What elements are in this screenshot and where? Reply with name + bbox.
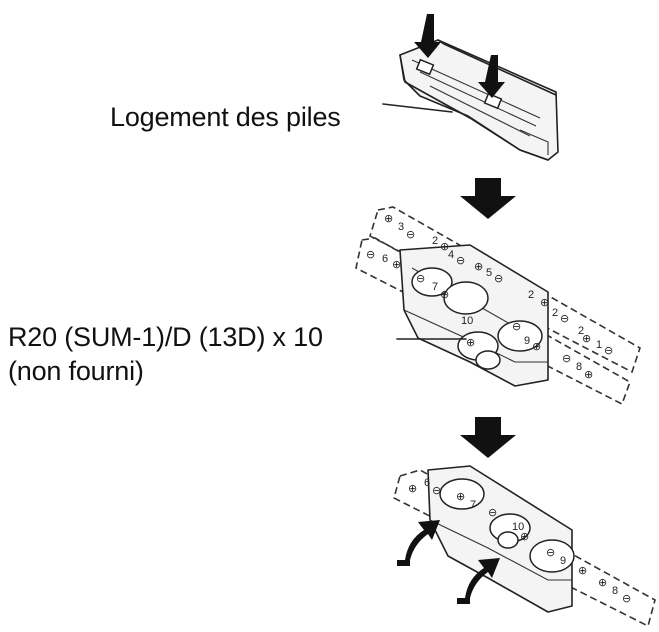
svg-text:⊕: ⊕ [540, 296, 549, 309]
svg-text:⊖: ⊖ [416, 272, 425, 285]
svg-text:⊖: ⊖ [560, 312, 569, 325]
press-arrow-icon [414, 14, 441, 58]
svg-text:2: 2 [432, 235, 438, 247]
svg-text:⊕: ⊕ [384, 212, 393, 225]
svg-text:2: 2 [552, 307, 558, 319]
svg-text:1: 1 [596, 339, 602, 351]
svg-text:6: 6 [424, 477, 430, 489]
step3-closed-holder: ⊕ 6 ⊖ ⊕ 7 ⊖ 10 ⊕ ⊖ 9 ⊕ ⊕ 8 ⊖ [393, 465, 656, 628]
svg-text:⊖: ⊖ [512, 320, 521, 333]
svg-text:⊕: ⊕ [408, 482, 417, 495]
svg-text:7: 7 [432, 281, 438, 293]
svg-text:⊖: ⊖ [494, 272, 503, 285]
step1-compartment-cover [382, 39, 559, 161]
svg-text:⊕: ⊕ [440, 240, 449, 253]
svg-text:⊕: ⊕ [582, 332, 591, 345]
svg-text:9: 9 [560, 555, 566, 567]
svg-text:8: 8 [612, 585, 618, 597]
svg-text:⊖: ⊖ [456, 254, 465, 267]
svg-text:⊕: ⊕ [440, 288, 449, 301]
svg-text:⊕: ⊕ [456, 490, 465, 503]
svg-text:⊕: ⊕ [598, 576, 607, 589]
svg-text:⊖: ⊖ [432, 484, 441, 497]
down-arrow-icon [460, 417, 516, 458]
compartment-leader-line [382, 103, 453, 113]
svg-text:⊕: ⊕ [392, 258, 401, 271]
svg-text:⊖: ⊖ [488, 506, 497, 519]
insert-arrow-icon [457, 558, 500, 604]
battery-compartment-label: Logement des piles [110, 102, 341, 132]
svg-text:9: 9 [524, 335, 530, 347]
svg-text:3: 3 [398, 221, 404, 233]
step2-battery-holder: ⊕ 3 ⊖ 2 ⊕ 4 ⊖ ⊕ 5 ⊖ 2 ⊕ 2 ⊖ 2 ⊕ 1 ⊖ ⊖ 6 … [355, 206, 641, 406]
insert-arrow-icon [397, 520, 440, 566]
svg-text:7: 7 [470, 499, 476, 511]
svg-text:⊖: ⊖ [546, 546, 555, 559]
svg-text:10: 10 [461, 315, 473, 327]
svg-text:2: 2 [578, 325, 584, 337]
press-arrow-icon [478, 55, 505, 98]
svg-text:⊖: ⊖ [622, 592, 631, 605]
svg-text:⊕: ⊕ [578, 564, 587, 577]
svg-text:⊖: ⊖ [562, 352, 571, 365]
svg-text:6: 6 [382, 253, 388, 265]
svg-text:10: 10 [512, 521, 524, 533]
svg-text:⊖: ⊖ [406, 228, 415, 241]
svg-text:⊖: ⊖ [366, 248, 375, 261]
svg-text:⊕: ⊕ [584, 368, 593, 381]
battery-spec-label: R20 (SUM-1)/D (13D) x 10 [8, 322, 323, 352]
svg-text:4: 4 [448, 249, 454, 261]
svg-text:⊕: ⊕ [520, 530, 529, 543]
svg-text:⊕: ⊕ [474, 260, 483, 273]
not-included-label: (non fourni) [8, 356, 144, 386]
svg-text:8: 8 [576, 361, 582, 373]
svg-text:⊕: ⊕ [532, 340, 541, 353]
svg-text:2: 2 [528, 289, 534, 301]
svg-text:5: 5 [486, 267, 492, 279]
down-arrow-icon [460, 178, 516, 219]
svg-text:⊖: ⊖ [604, 344, 613, 357]
svg-text:⊕: ⊕ [466, 336, 475, 349]
